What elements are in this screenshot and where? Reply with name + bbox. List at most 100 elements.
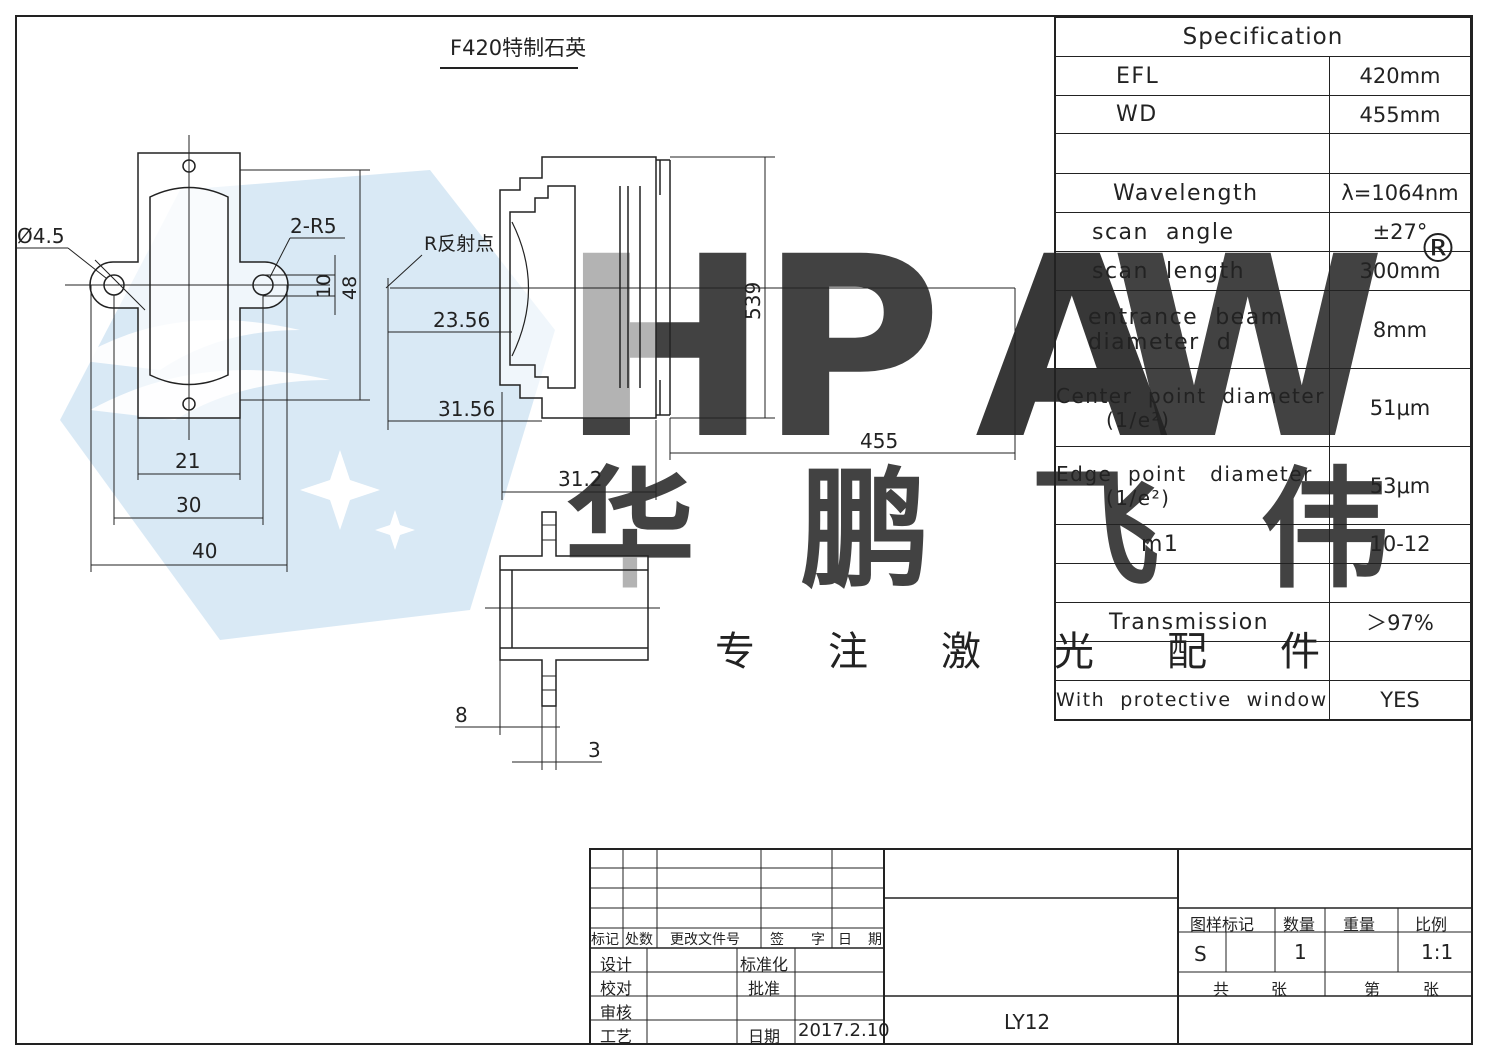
spec-value: 455mm bbox=[1359, 102, 1441, 127]
spec-key: Wavelength bbox=[1056, 174, 1330, 212]
spec-key bbox=[1056, 134, 1330, 173]
tb-header-sign-1: 签 bbox=[770, 932, 784, 948]
tb-header-date-1: 日 bbox=[838, 932, 852, 948]
spec-key: WD bbox=[1056, 96, 1330, 133]
tb-mark-value: S bbox=[1194, 942, 1207, 966]
dim-8: 8 bbox=[455, 703, 468, 727]
spec-table-header: Specification bbox=[1182, 24, 1344, 50]
dim-455: 455 bbox=[860, 429, 898, 453]
tb-header-sign-2: 字 bbox=[811, 932, 825, 948]
dim-30: 30 bbox=[176, 493, 201, 517]
spec-key bbox=[1056, 642, 1330, 680]
spec-value: 8mm bbox=[1372, 317, 1428, 342]
spec-key-line: entrance beam bbox=[1088, 304, 1284, 330]
spec-value bbox=[1330, 564, 1470, 602]
spec-key-line: (1/e²) bbox=[1106, 407, 1171, 432]
spec-row: m1 10-12 bbox=[1056, 524, 1470, 563]
tb-header-mark: 标记 bbox=[591, 932, 619, 948]
front-view bbox=[15, 135, 370, 572]
spec-row: scan length 300mm bbox=[1056, 251, 1470, 290]
spec-key bbox=[1056, 564, 1330, 602]
tb-page-label: 第 bbox=[1364, 980, 1381, 999]
spec-row: Wavelength λ=1064nm bbox=[1056, 173, 1470, 212]
watermark-slogan-4: 光 bbox=[1054, 629, 1094, 675]
dim-3156: 31.56 bbox=[438, 397, 495, 421]
spec-key-line: With protective window bbox=[1056, 689, 1328, 711]
spec-key-line: WD bbox=[1116, 102, 1158, 127]
watermark-cn-2: 鹏 bbox=[800, 454, 930, 606]
watermark-registered: ® bbox=[1418, 226, 1458, 272]
dim-48: 48 bbox=[339, 276, 361, 300]
spec-key-line: Edge point diameter bbox=[1056, 461, 1313, 486]
spec-key-line: m1 bbox=[1141, 531, 1180, 557]
dim-539: 539 bbox=[741, 282, 765, 320]
spec-row: WD 455mm bbox=[1056, 95, 1470, 133]
spec-key: m1 bbox=[1056, 525, 1330, 563]
spec-key-line: Transmission bbox=[1109, 609, 1270, 635]
spec-value: 53μm bbox=[1369, 473, 1431, 498]
window-body bbox=[499, 511, 649, 707]
dim-40: 40 bbox=[192, 539, 217, 563]
spec-row bbox=[1056, 563, 1470, 602]
tb-weight-label: 重量 bbox=[1343, 915, 1376, 934]
tb-header-change-doc: 更改文件号 bbox=[670, 932, 740, 948]
spec-key: Edge point diameter(1/e²) bbox=[1056, 447, 1330, 524]
tb-total-label: 共 bbox=[1213, 980, 1230, 999]
tb-sheet-unit-1: 张 bbox=[1271, 980, 1288, 999]
tb-process: 工艺 bbox=[600, 1027, 633, 1046]
tb-date-value: 2017.2.10 bbox=[798, 1020, 890, 1041]
tb-standardize: 标准化 bbox=[740, 955, 789, 974]
spec-row: Center point diameter(1/e²) 51μm bbox=[1056, 368, 1470, 446]
spec-row: scan angle ±27° bbox=[1056, 212, 1470, 251]
lens-element bbox=[511, 221, 530, 357]
spec-value bbox=[1330, 134, 1470, 173]
spec-value: 51μm bbox=[1369, 395, 1431, 420]
tb-sheet-unit-2: 张 bbox=[1423, 980, 1440, 999]
watermark-slogan-5: 配 bbox=[1167, 629, 1207, 675]
dim-2356: 23.56 bbox=[433, 308, 490, 332]
spec-key: With protective window bbox=[1056, 681, 1330, 719]
spec-key: Transmission bbox=[1056, 603, 1330, 641]
spec-key-line: scan length bbox=[1092, 258, 1246, 284]
tb-part-name: LY12 bbox=[1004, 1010, 1051, 1034]
title-block bbox=[589, 848, 1473, 1045]
tb-scale-label: 比例 bbox=[1415, 915, 1448, 934]
watermark-slogan-1: 专 bbox=[715, 629, 755, 675]
reflect-point-label: R反射点 bbox=[424, 233, 494, 255]
spec-key: scan angle bbox=[1056, 213, 1330, 251]
watermark-slogan-6: 件 bbox=[1280, 629, 1320, 675]
watermark-slogan: 专 注 激 光 配 件 bbox=[715, 629, 1320, 675]
spec-key-line: scan angle bbox=[1092, 219, 1235, 245]
spec-value: 300mm bbox=[1359, 259, 1441, 283]
spec-row: Transmission＞97% bbox=[1056, 602, 1470, 641]
dim-3: 3 bbox=[588, 738, 601, 762]
tb-date-label: 日期 bbox=[748, 1027, 781, 1046]
spec-key: EFL bbox=[1056, 57, 1330, 95]
spec-key-line: diameter d bbox=[1088, 329, 1233, 355]
spec-value: 10-12 bbox=[1369, 532, 1431, 556]
dim-radius: 2-R5 bbox=[290, 214, 337, 238]
tb-header-date-2: 期 bbox=[868, 932, 882, 948]
dim-312: 31.2 bbox=[558, 467, 603, 491]
tb-qty-label: 数量 bbox=[1283, 915, 1316, 934]
spec-row: Edge point diameter(1/e²) 53μm bbox=[1056, 446, 1470, 524]
spec-key-line: Wavelength bbox=[1113, 180, 1259, 206]
spec-key-line: EFL bbox=[1116, 63, 1160, 89]
watermark-slogan-3: 激 bbox=[941, 629, 981, 675]
tb-qty-value: 1 bbox=[1294, 940, 1307, 964]
dim-21: 21 bbox=[175, 449, 200, 473]
spec-key: Center point diameter(1/e²) bbox=[1056, 369, 1330, 446]
watermark-cn-4: 伟 bbox=[1260, 454, 1390, 606]
spec-row bbox=[1056, 133, 1470, 173]
tb-check: 校对 bbox=[600, 979, 633, 998]
tb-mark-label: 图样标记 bbox=[1190, 915, 1255, 934]
tb-audit: 审核 bbox=[600, 1003, 633, 1022]
spec-value: λ=1064nm bbox=[1341, 181, 1459, 205]
spec-row bbox=[1056, 641, 1470, 680]
spec-value: ±27° bbox=[1372, 220, 1428, 244]
